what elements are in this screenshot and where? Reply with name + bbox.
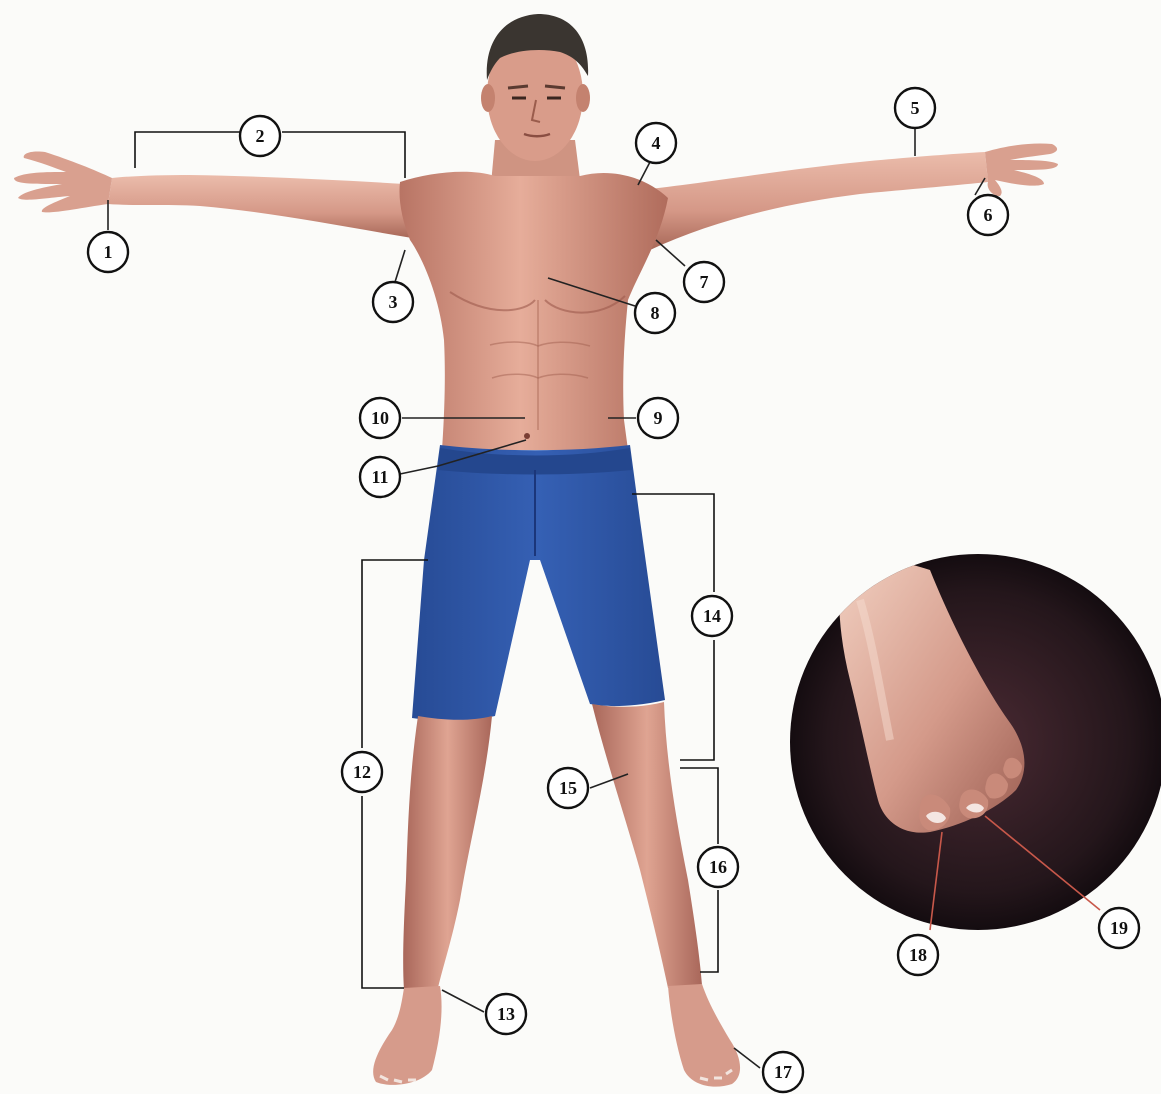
callout-11-label: 11 bbox=[371, 467, 388, 487]
callout-5-label: 5 bbox=[911, 98, 920, 118]
arm-right bbox=[108, 175, 412, 238]
leg-left bbox=[592, 702, 702, 988]
human-figure bbox=[14, 14, 1058, 1087]
callout-4: 4 bbox=[636, 123, 676, 163]
callout-19-label: 19 bbox=[1110, 918, 1128, 938]
callout-18-label: 18 bbox=[909, 945, 927, 965]
leg-right bbox=[403, 716, 492, 990]
callout-10-label: 10 bbox=[371, 408, 389, 428]
torso bbox=[399, 172, 668, 450]
callout-10: 10 bbox=[360, 398, 400, 438]
callout-17: 17 bbox=[763, 1052, 803, 1092]
callout-14: 14 bbox=[692, 596, 732, 636]
callout-16-label: 16 bbox=[709, 857, 727, 877]
bracket-16b bbox=[700, 890, 718, 972]
bracket-14b bbox=[680, 640, 714, 760]
callout-18: 18 bbox=[898, 935, 938, 975]
callout-2: 2 bbox=[240, 116, 280, 156]
callout-6: 6 bbox=[968, 195, 1008, 235]
leader-7 bbox=[656, 240, 685, 266]
foot-right bbox=[373, 986, 441, 1085]
callout-4-label: 4 bbox=[652, 133, 661, 153]
leader-4 bbox=[638, 162, 650, 185]
callout-2-label: 2 bbox=[256, 126, 265, 146]
bracket-12b bbox=[362, 796, 404, 988]
callout-1: 1 bbox=[88, 232, 128, 272]
bracket-2b bbox=[282, 132, 405, 178]
hand-right bbox=[14, 151, 112, 212]
callout-14-label: 14 bbox=[703, 606, 721, 626]
ear-right bbox=[576, 84, 590, 112]
callout-6-label: 6 bbox=[984, 205, 993, 225]
callout-1-label: 1 bbox=[104, 242, 113, 262]
callout-7-label: 7 bbox=[700, 272, 709, 292]
callout-15: 15 bbox=[548, 768, 588, 808]
bracket-16 bbox=[680, 768, 718, 844]
callout-5: 5 bbox=[895, 88, 935, 128]
callout-19: 19 bbox=[1099, 908, 1139, 948]
callout-13-label: 13 bbox=[497, 1004, 515, 1024]
callout-13: 13 bbox=[486, 994, 526, 1034]
callout-9-label: 9 bbox=[654, 408, 663, 428]
callout-8: 8 bbox=[635, 293, 675, 333]
arm-left bbox=[640, 152, 988, 250]
leader-13 bbox=[442, 990, 484, 1012]
navel bbox=[524, 433, 530, 439]
hand-left bbox=[985, 143, 1058, 196]
callout-3-label: 3 bbox=[389, 292, 398, 312]
callout-16: 16 bbox=[698, 847, 738, 887]
foot-closeup-inset bbox=[790, 554, 1161, 930]
callout-11: 11 bbox=[360, 457, 400, 497]
callout-15-label: 15 bbox=[559, 778, 577, 798]
ear-left bbox=[481, 84, 495, 112]
callout-12: 12 bbox=[342, 752, 382, 792]
callout-8-label: 8 bbox=[651, 303, 660, 323]
callout-9: 9 bbox=[638, 398, 678, 438]
bracket-2 bbox=[135, 132, 240, 168]
shorts bbox=[412, 445, 665, 721]
callout-12-label: 12 bbox=[353, 762, 371, 782]
callout-7: 7 bbox=[684, 262, 724, 302]
callout-3: 3 bbox=[373, 282, 413, 322]
leader-3 bbox=[395, 250, 405, 282]
callout-17-label: 17 bbox=[774, 1062, 792, 1082]
